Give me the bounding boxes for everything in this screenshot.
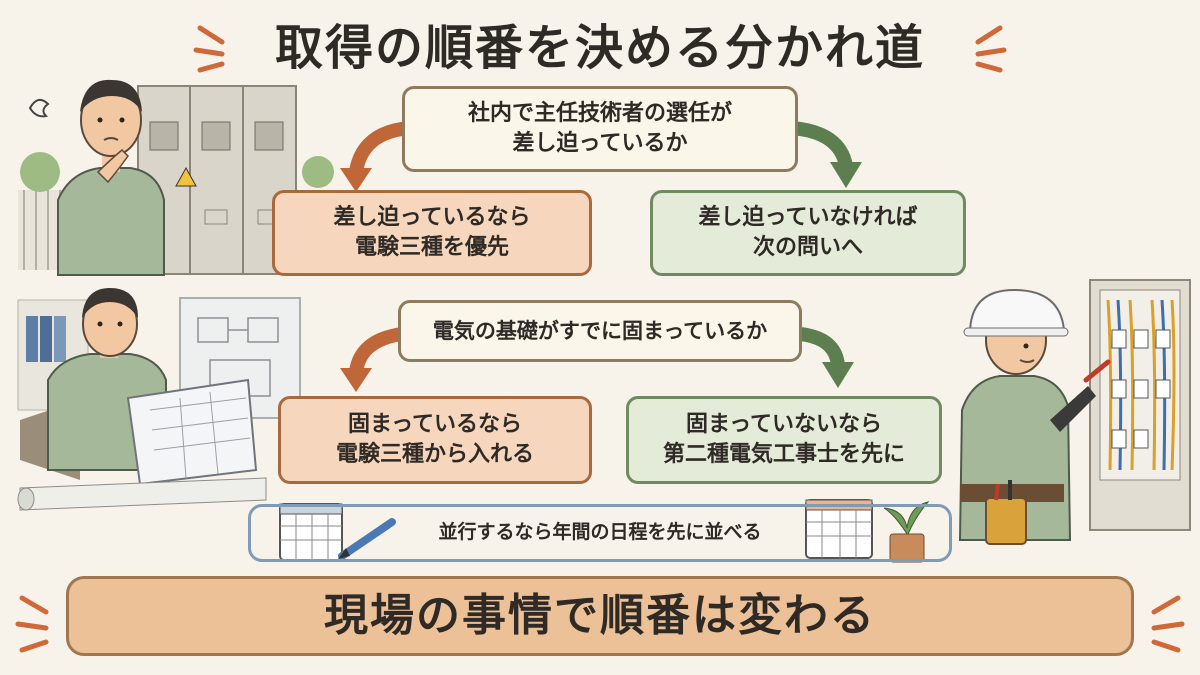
- answer-2-yes-line-1: 固まっているなら: [347, 412, 523, 438]
- arrow-q2-yes-icon: [340, 327, 409, 392]
- answer-1-yes-box: 差し迫っているなら 電験三種を優先: [272, 190, 592, 276]
- helmet-worker-panel-illustration: [958, 279, 1191, 545]
- bottom-banner-text: 現場の事情で順番は変わる: [324, 590, 876, 642]
- answer-2-no-box: 固まっていないなら 第二種電気工事士を先に: [626, 396, 942, 484]
- tip-box: 並行するなら年間の日程を先に並べる: [248, 504, 952, 562]
- bottom-accent-left-icon: [15, 595, 49, 653]
- arrow-q2-no-icon: [793, 327, 854, 388]
- page-title: 取得の順番を決める分かれ道: [274, 20, 925, 76]
- answer-1-no-box: 差し迫っていなければ 次の問いへ: [650, 190, 966, 276]
- arrow-q1-no-icon: [785, 121, 862, 188]
- answer-1-no-line-1: 差し迫っていなければ: [698, 205, 918, 231]
- question-1-line-2: 差し迫っているか: [512, 131, 688, 156]
- question-1-box: 社内で主任技術者の選任が 差し迫っているか: [402, 86, 798, 172]
- arrow-q1-yes-icon: [340, 121, 417, 192]
- question-1-line-1: 社内で主任技術者の選任が: [467, 101, 732, 127]
- answer-2-no-line-2: 第二種電気工事士を先に: [662, 442, 905, 467]
- answer-1-yes-line-2: 電験三種を優先: [354, 235, 509, 260]
- answer-2-yes-line-2: 電験三種から入れる: [335, 442, 534, 467]
- bottom-accent-right-icon: [1151, 595, 1185, 653]
- bottom-banner: 現場の事情で順番は変わる: [66, 576, 1134, 656]
- question-2-box: 電気の基礎がすでに固まっているか: [398, 300, 802, 362]
- answer-2-yes-box: 固まっているなら 電験三種から入れる: [278, 396, 592, 484]
- tip-text: 並行するなら年間の日程を先に並べる: [438, 521, 762, 544]
- answer-1-yes-line-1: 差し迫っているなら: [333, 205, 531, 231]
- answer-2-no-line-1: 固まっていないなら: [685, 412, 883, 438]
- worker-reading-blueprint-illustration: [17, 288, 301, 511]
- answer-1-no-line-2: 次の問いへ: [752, 235, 863, 260]
- question-2-text: 電気の基礎がすでに固まっているか: [432, 318, 768, 343]
